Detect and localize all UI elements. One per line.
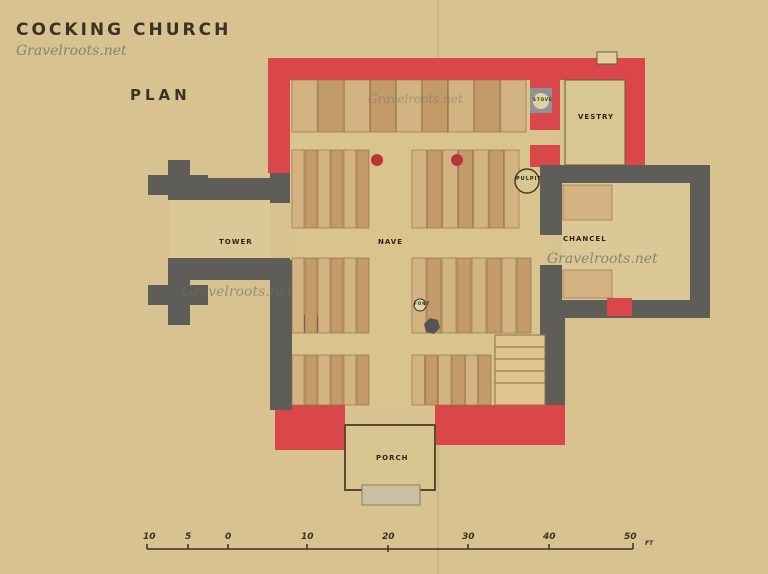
pews	[291, 79, 613, 406]
pew	[562, 269, 613, 299]
pew	[411, 354, 425, 406]
label-nave: NAVE	[378, 238, 403, 246]
scale-bar	[146, 543, 634, 552]
pew	[291, 257, 305, 334]
watermark: Gravelroots.net	[368, 92, 463, 106]
drawing-title: COCKING CHURCH	[16, 20, 232, 40]
pew	[330, 354, 344, 406]
pew	[343, 354, 357, 406]
pew	[291, 79, 318, 133]
pew	[343, 149, 357, 229]
pew	[411, 149, 427, 229]
label-vestry: VESTRY	[578, 113, 615, 121]
watermark: Gravelroots.net	[547, 251, 658, 267]
pew	[486, 257, 502, 334]
pew	[442, 149, 458, 229]
scale-tick-label: 0	[225, 532, 232, 542]
pew	[317, 354, 331, 406]
tower	[148, 160, 290, 325]
pew	[501, 257, 517, 334]
pew	[304, 149, 318, 229]
pew	[441, 257, 457, 334]
watermark: Gravelroots.net	[182, 284, 293, 300]
pew	[317, 257, 331, 334]
pew	[457, 149, 474, 229]
pew	[330, 257, 344, 334]
pew	[356, 257, 370, 334]
pew	[396, 79, 422, 133]
pew	[291, 354, 305, 406]
scale-unit: FT	[645, 540, 654, 547]
pew	[504, 149, 520, 229]
pew	[411, 257, 427, 334]
pew	[356, 149, 370, 229]
scale-tick-label: 40	[543, 532, 556, 542]
pew	[427, 149, 443, 229]
scale-tick-label: 50	[624, 532, 637, 542]
label-font: FONT	[414, 301, 431, 306]
label-stove: STOVE	[533, 97, 553, 102]
pew	[478, 354, 492, 406]
pew	[291, 149, 305, 229]
pew	[488, 149, 504, 229]
pew	[425, 354, 438, 406]
pew	[343, 79, 370, 133]
pew	[500, 79, 527, 133]
pew	[474, 79, 501, 133]
pew	[451, 354, 465, 406]
pew	[473, 149, 489, 229]
pew	[343, 257, 357, 334]
pew	[562, 184, 613, 221]
pew	[516, 257, 532, 334]
label-tower: TOWER	[219, 238, 253, 246]
label-porch: PORCH	[376, 454, 409, 462]
scale-tick-label: 30	[462, 532, 475, 542]
pew	[471, 257, 487, 334]
scale-tick-label: 20	[382, 532, 395, 542]
pew	[304, 257, 318, 334]
pew	[356, 354, 370, 406]
pew	[317, 79, 344, 133]
pew	[317, 149, 331, 229]
pew	[456, 257, 472, 334]
pew	[448, 79, 475, 133]
pew	[465, 354, 478, 406]
pew	[304, 354, 318, 406]
pew	[438, 354, 452, 406]
drawing-subtitle: PLAN	[130, 86, 191, 104]
pew	[330, 149, 344, 229]
watermark: Gravelroots.net	[16, 43, 127, 59]
label-pulpit: PULPIT	[516, 176, 542, 182]
pew	[370, 79, 396, 133]
label-chancel: CHANCEL	[563, 235, 607, 243]
scale-tick-label: 10	[301, 532, 314, 542]
scale-tick-label: 10	[143, 532, 156, 542]
pew	[422, 79, 448, 133]
scale-tick-label: 5	[185, 532, 192, 542]
porch	[344, 424, 436, 506]
